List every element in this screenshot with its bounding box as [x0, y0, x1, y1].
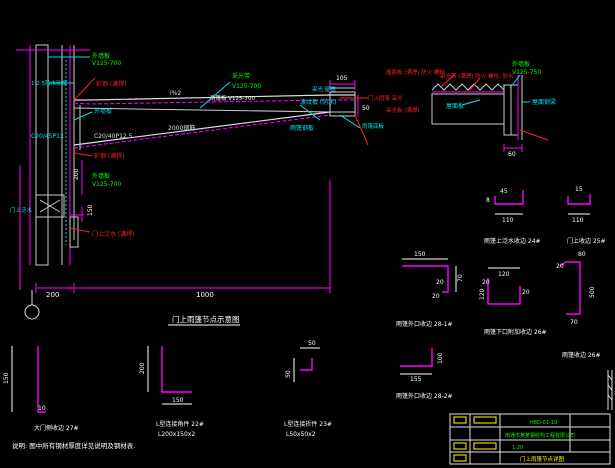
svg-text:50: 50 [308, 340, 316, 347]
svg-text:8: 8 [486, 197, 490, 204]
tb-r2: 南通市某某钢结构工程有限公司 [505, 432, 575, 439]
svg-text:150: 150 [3, 372, 10, 384]
profile-p1: 45 110 8 雨篷上泛水收边 24# [484, 188, 541, 245]
tb-r1: H8D-01-19 [530, 420, 557, 426]
svg-text:155: 155 [410, 376, 422, 383]
label-l15: 雨篷板 V125-700 [210, 94, 255, 102]
svg-text:200: 200 [139, 362, 146, 374]
svg-text:20: 20 [522, 289, 530, 296]
svg-text:20: 20 [482, 279, 490, 286]
caption-p8: L型连接角件 22# [156, 420, 204, 428]
main-detail-title: 门上雨篷节点示意图 [172, 314, 240, 324]
trd-label-c2: V125-750 [512, 69, 541, 76]
caption-p9: L型连接折件 23# [284, 420, 332, 428]
svg-text:120: 120 [498, 271, 510, 278]
label-l4: C20/45P12 [31, 133, 64, 140]
profile-p4: 120 20 120 20 雨篷下口附加收边 26# [479, 267, 547, 336]
svg-text:120: 120 [479, 288, 486, 300]
svg-text:10: 10 [38, 405, 46, 412]
dim-50: 50 [362, 105, 370, 112]
drawing-note: 说明: 图中所有钢材厚度详见说明及钢材表. [12, 441, 135, 450]
top-right-detail: 60 屋面板 (满焊) 防火 螺栓 采光带 (满焊) 防火 螺栓, 防水 外墙板… [386, 60, 556, 158]
tb-r3: 1:20 [512, 445, 523, 451]
label-l3: 彩钢 (满焊) [96, 80, 127, 88]
label-l16: 采光 屋檐 [312, 85, 336, 93]
svg-text:110: 110 [572, 217, 584, 224]
label-l17: 门上雨篷 采光 [368, 94, 403, 102]
svg-text:70: 70 [570, 319, 578, 326]
svg-text:20: 20 [432, 293, 440, 300]
trd-label-e: 屋面板 [446, 102, 464, 110]
door-beam [35, 194, 65, 218]
label-l13: 门上泛水 [10, 206, 33, 214]
label-l12: 彩钢 (满焊) [94, 152, 125, 160]
trd-label-b: 采光带 (满焊) 防火 螺栓, 防水 [440, 72, 514, 80]
label-l6: 波纹板 (防水) [300, 98, 337, 106]
caption-p6: 雨篷外口收边 28-2# [396, 392, 453, 400]
caption-p7: 大门侧收边 27# [34, 424, 79, 432]
caption-p1: 雨篷上泛水收边 24# [484, 237, 541, 245]
dim-1000: 1000 [196, 291, 214, 299]
svg-text:80: 80 [578, 251, 586, 258]
svg-text:110: 110 [502, 217, 514, 224]
profile-p6: 155 100 雨篷外口收边 28-2# [396, 348, 453, 400]
svg-text:100: 100 [437, 352, 444, 364]
label-l14: 门上泛水 (满焊) [92, 230, 135, 238]
caption-p3: 雨篷外口收边 28-1# [396, 320, 453, 328]
label-l10: 雨篷钢板 [290, 124, 314, 132]
dim-200-side: 200 [73, 168, 80, 180]
trd-label-d: 采光板 (满焊) [386, 106, 420, 114]
trd-label-a: 屋面板 (满焊) 防火 螺栓 [386, 68, 446, 76]
label-l9: 2000钢筋 [168, 124, 195, 132]
label-l5b: V125-700 [232, 83, 261, 90]
label-l11: 外墙板 [92, 172, 110, 180]
caption-p2: 门上收边 25# [567, 237, 606, 245]
slope-label: i%2 [170, 90, 181, 97]
svg-text:20: 20 [556, 263, 564, 270]
dim-200-bottom: 200 [46, 291, 59, 299]
canopy-edge [329, 91, 356, 117]
label-l11b: V125-700 [92, 181, 121, 188]
label-l8: C20/40P12.5 [94, 133, 133, 140]
caption-p5: 雨篷收边 26# [562, 351, 601, 359]
label-l18: 雨篷底板 [362, 122, 385, 130]
title-block: H8D-01-19 南通市某某钢结构工程有限公司 1:20 门上雨篷节点详图 [449, 413, 611, 465]
label-l2: 1:2.5防水砂浆 [31, 79, 68, 87]
tb-r4: 门上雨篷节点详图 [520, 455, 565, 463]
profile-p7: 150 10 大门侧收边 27# [3, 346, 79, 432]
svg-text:15: 15 [575, 186, 583, 193]
main-detail: 外墙板 V125-700 1:2.5防水砂浆 彩钢 (满焊) C20/45P12… [10, 44, 403, 326]
right-edge-hatch [607, 370, 613, 410]
trd-label-f: 屋面钢梁 [532, 98, 556, 106]
svg-text:20: 20 [436, 279, 444, 286]
profile-p8: 200 150 L型连接角件 22# L200x150x2 [139, 346, 204, 438]
svg-text:150: 150 [414, 251, 426, 258]
label-l1: 外墙板 [92, 52, 110, 60]
corrugated-roof [431, 83, 505, 91]
dim-150: 150 [87, 204, 94, 216]
profile-p9: 50 50 L型连接折件 23# L50x50x2 [284, 340, 332, 438]
caption-p9-sub: L50x50x2 [286, 431, 316, 438]
svg-text:45: 45 [500, 188, 508, 195]
svg-text:500: 500 [589, 286, 596, 298]
caption-p4: 雨篷下口附加收边 26# [484, 328, 547, 336]
canopy-top-sheet [74, 94, 355, 101]
profile-p5: 80 20 500 70 雨篷收边 26# [556, 251, 601, 359]
profile-p3: 150 20 70 20 雨篷外口收边 28-1# [396, 251, 464, 328]
profile-p2: 15 110 门上收边 25# [567, 186, 606, 245]
label-l7: 外墙板 [94, 107, 112, 115]
caption-p8-sub: L200x150x2 [158, 431, 195, 438]
trd-label-c: 外墙板 [512, 60, 530, 68]
trd-dim-60: 60 [508, 151, 516, 158]
svg-text:70: 70 [457, 274, 464, 282]
svg-text:50: 50 [285, 370, 292, 378]
label-l1b: V125-700 [92, 60, 121, 67]
canopy-bottom-sheet [73, 111, 331, 146]
svg-text:150: 150 [172, 397, 184, 404]
label-l5: 采光带 [232, 72, 250, 80]
dim-105: 105 [336, 75, 348, 82]
